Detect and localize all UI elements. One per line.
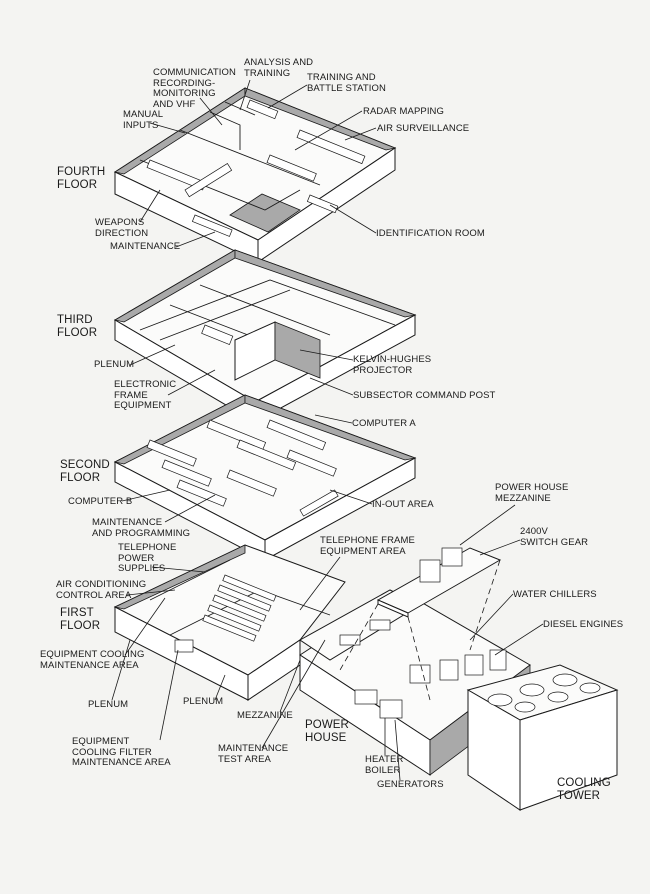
plenum-left-label: PLENUM bbox=[88, 699, 129, 710]
first-floor-slab bbox=[113, 544, 346, 701]
fourth-floor-slab bbox=[113, 87, 397, 263]
radar-mapping-label: RADAR MAPPING bbox=[363, 106, 445, 117]
in-out-area-label: IN-OUT AREA bbox=[372, 499, 434, 510]
third-floor-label: THIRD FLOOR bbox=[57, 314, 98, 339]
maintenance-label: MAINTENANCE bbox=[110, 241, 181, 252]
computer-a-label: COMPUTER A bbox=[352, 418, 416, 429]
generators-label: GENERATORS bbox=[377, 779, 444, 790]
maintenance-test-label: MAINTENANCE TEST AREA bbox=[218, 743, 289, 765]
telephone-frame-label: TELEPHONE FRAME EQUIPMENT AREA bbox=[320, 535, 415, 557]
electronic-frame-label: ELECTRONIC FRAME EQUIPMENT bbox=[114, 379, 177, 411]
weapons-direction-label: WEAPONS DIRECTION bbox=[95, 217, 149, 239]
heater-boiler-label: HEATER BOILER bbox=[365, 754, 404, 776]
leader-lines bbox=[111, 79, 544, 781]
subsector-command-label: SUBSECTOR COMMAND POST bbox=[353, 390, 496, 401]
air-surveillance-label: AIR SURVEILLANCE bbox=[377, 123, 470, 134]
generators-and-engines bbox=[339, 619, 507, 719]
water-chillers-label: WATER CHILLERS bbox=[513, 589, 597, 600]
equipment-cooling-label: EQUIPMENT COOLING MAINTENANCE AREA bbox=[40, 649, 145, 671]
battle-station-label: TRAINING AND BATTLE STATION bbox=[307, 72, 386, 94]
second-floor-label: SECOND FLOOR bbox=[60, 459, 110, 484]
second-floor-slab bbox=[113, 394, 417, 561]
kelvin-hughes-label: KELVIN-HUGHES PROJECTOR bbox=[353, 354, 432, 376]
third-floor-slab bbox=[113, 249, 417, 423]
first-floor-label: FIRST FLOOR bbox=[60, 607, 101, 632]
analysis-training-label: ANALYSIS AND TRAINING bbox=[244, 57, 314, 79]
computer-cabinets bbox=[146, 419, 339, 517]
telephone-frames bbox=[174, 574, 277, 653]
cooling-tower-label: COOLING TOWER bbox=[557, 777, 611, 802]
power-house-mezzanine-label: POWER HOUSE MEZZANINE bbox=[495, 482, 569, 504]
mezzanine-label: MEZZANINE bbox=[237, 710, 293, 721]
manual-inputs-label: MANUAL INPUTS bbox=[123, 109, 164, 131]
cooling-tower-structure bbox=[466, 664, 619, 811]
identification-room-label: IDENTIFICATION ROOM bbox=[376, 228, 485, 239]
computer-b-label: COMPUTER B bbox=[68, 496, 133, 507]
telephone-power-label: TELEPHONE POWER SUPPLIES bbox=[118, 542, 177, 574]
fourth-floor-label: FOURTH FLOOR bbox=[57, 166, 106, 191]
power-house-label: POWER HOUSE bbox=[305, 719, 349, 744]
maintenance-programming-label: MAINTENANCE AND PROGRAMMING bbox=[92, 517, 191, 539]
cooling-filter-label: EQUIPMENT COOLING FILTER MAINTENANCE ARE… bbox=[72, 736, 171, 768]
communication-label: COMMUNICATION RECORDING- MONITORING AND … bbox=[153, 67, 236, 110]
third-plenum-label: PLENUM bbox=[94, 359, 135, 370]
diesel-engines-label: DIESEL ENGINES bbox=[543, 619, 624, 630]
consoles bbox=[146, 99, 366, 237]
switch-gear-label: 2400V SWITCH GEAR bbox=[520, 526, 589, 548]
air-conditioning-label: AIR CONDITIONING CONTROL AREA bbox=[56, 579, 147, 601]
power-house-mezzanine-slab bbox=[339, 547, 502, 701]
plenum-right-label: PLENUM bbox=[183, 696, 224, 707]
